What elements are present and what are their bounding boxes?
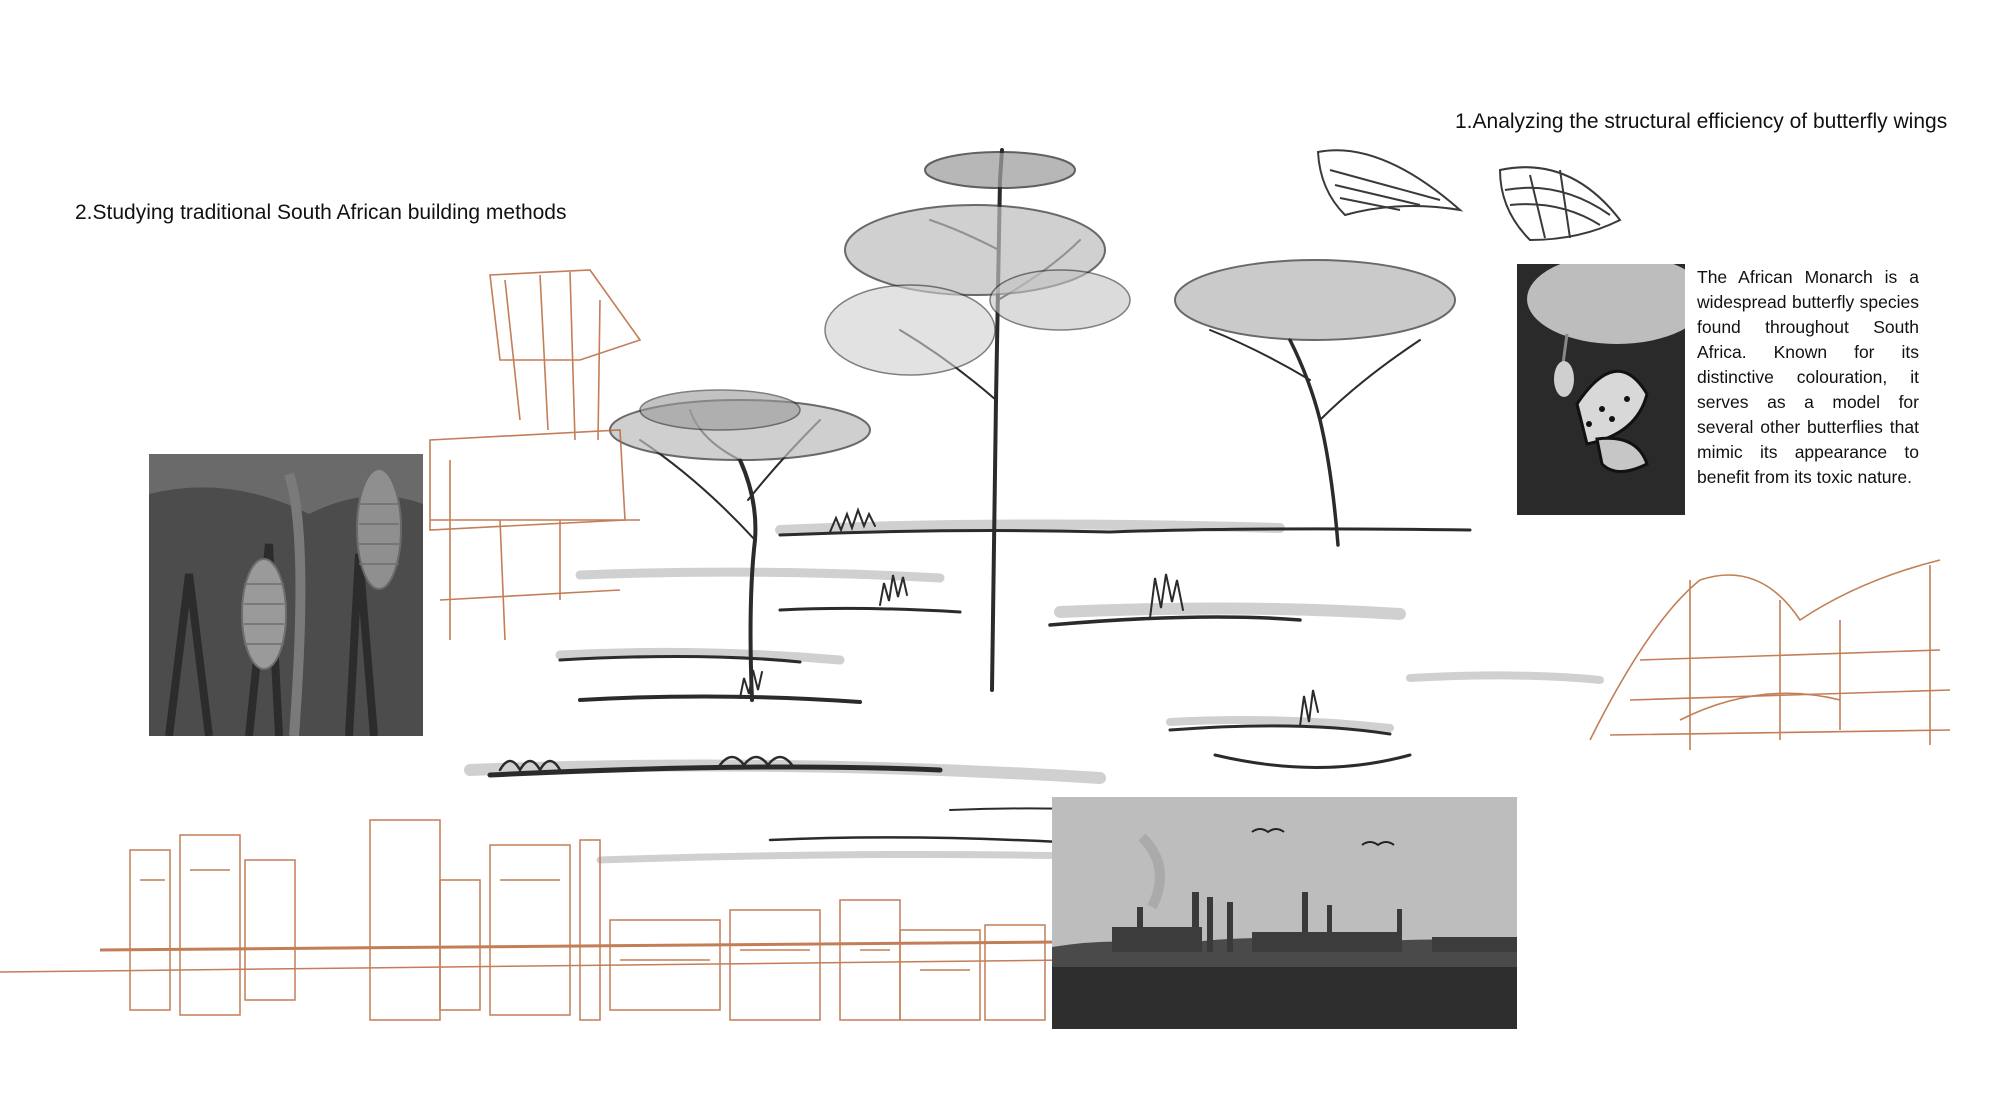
tall-tree-center bbox=[824, 148, 1131, 692]
orange-sketch-streetscape bbox=[0, 819, 1071, 1021]
wing-sketches bbox=[1316, 149, 1622, 242]
maize-cob-photo bbox=[149, 454, 423, 736]
heading-butterfly-wings: 1.Analyzing the structural efficiency of… bbox=[1455, 110, 1948, 133]
orange-sketch-tower bbox=[429, 269, 642, 641]
monarch-caption: The African Monarch is a widespread butt… bbox=[1697, 267, 1919, 487]
orange-sketch-pavilion bbox=[1589, 559, 1951, 750]
acacia-tree-left bbox=[609, 389, 871, 702]
ground-lines bbox=[487, 507, 1472, 844]
acacia-tree-right bbox=[1174, 259, 1456, 547]
industrial-landscape-photo bbox=[1052, 797, 1517, 1029]
heading-building-methods: 2.Studying traditional South African bui… bbox=[75, 201, 567, 224]
african-monarch-photo bbox=[1517, 264, 1685, 515]
